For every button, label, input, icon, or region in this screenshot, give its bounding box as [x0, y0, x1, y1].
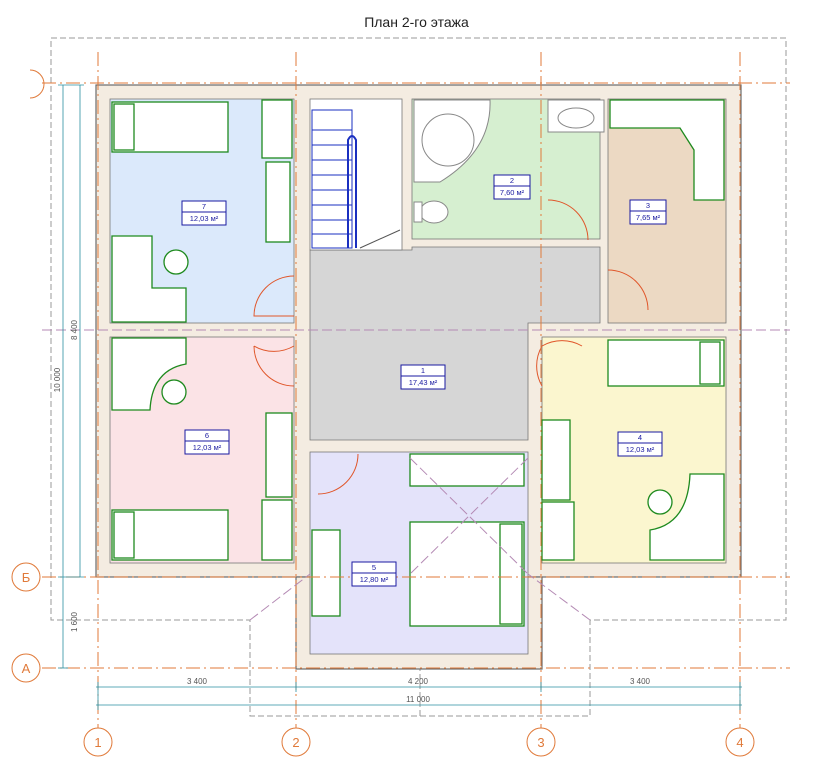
room-labels: 7 12,03 м² 2 7,60 м² 3 7,65 м² 1 17,43 м…	[181, 174, 667, 587]
room-label-2	[493, 174, 531, 200]
wardrobe-icon	[265, 412, 293, 498]
chair-icon	[647, 489, 673, 515]
dim-bottom-3: 3 400	[630, 677, 651, 686]
dimension-lines	[58, 84, 742, 710]
stairs	[311, 109, 401, 249]
room-2-number: 2	[510, 176, 514, 185]
bed-icon	[607, 339, 725, 387]
axis-bubble-top	[29, 69, 45, 99]
axis-label-4: 4	[736, 735, 743, 750]
wardrobe-icon	[609, 99, 725, 201]
axis-bubble-3	[526, 727, 556, 757]
dim-left-small: 1 600	[70, 611, 79, 632]
room-label-1	[400, 364, 446, 390]
dim-bottom-1: 3 400	[187, 677, 208, 686]
room-label-3	[629, 199, 667, 225]
room-4-area: 12,03 м²	[626, 445, 655, 454]
room-1-number: 1	[421, 366, 425, 375]
axis-bubble-2	[281, 727, 311, 757]
grid-axes	[42, 52, 790, 728]
axis-bubble-a	[11, 653, 41, 683]
room-5-number: 5	[372, 563, 376, 572]
desk-icon	[111, 235, 187, 323]
bed-icon	[111, 509, 229, 561]
room-7-number: 7	[202, 202, 206, 211]
doors	[253, 199, 649, 495]
bed-icon	[409, 521, 525, 627]
axis-markers: 1 2 3 4 Б А	[11, 69, 755, 757]
dim-left-inner: 8 400	[70, 319, 79, 340]
desk-icon	[649, 473, 725, 561]
room-5-area: 12,80 м²	[360, 575, 389, 584]
wardrobe-icon	[409, 453, 525, 487]
room-2-area: 7,60 м²	[500, 188, 525, 197]
room-3-area: 7,65 м²	[636, 213, 661, 222]
wardrobe-icon	[261, 99, 293, 159]
room-6-area: 12,03 м²	[193, 443, 222, 452]
room-4-number: 4	[638, 433, 642, 442]
room-1-fill	[309, 246, 601, 441]
room-label-6	[184, 429, 230, 455]
chair-icon	[163, 249, 189, 275]
room-1-area: 17,43 м²	[409, 378, 438, 387]
axis-bubble-1	[83, 727, 113, 757]
axis-label-b: Б	[22, 570, 31, 585]
room-label-4	[617, 431, 663, 457]
axis-label-3: 3	[537, 735, 544, 750]
room-3-number: 3	[646, 201, 650, 210]
dim-total: 11 000	[406, 695, 430, 704]
axis-label-a: А	[22, 661, 31, 676]
axis-label-1: 1	[94, 735, 101, 750]
axis-bubble-4	[725, 727, 755, 757]
sink-icon	[547, 99, 605, 133]
axis-label-2: 2	[292, 735, 299, 750]
room-label-7	[181, 200, 227, 226]
room-7-area: 12,03 м²	[190, 214, 219, 223]
dimension-labels: 3 400 4 200 3 400 11 000 10 000 8 400 1 …	[53, 319, 651, 704]
room-6-number: 6	[205, 431, 209, 440]
section-lines	[42, 329, 790, 621]
dim-bottom-2: 4 200	[408, 677, 429, 686]
chair-icon	[161, 379, 187, 405]
page-title: План 2-го этажа	[364, 14, 469, 30]
bed-icon	[111, 101, 229, 153]
dim-left-overall: 10 000	[53, 367, 62, 392]
toilet-icon	[419, 200, 449, 224]
wardrobe-icon	[541, 419, 571, 501]
room-label-5	[351, 561, 397, 587]
desk-icon	[111, 337, 187, 411]
axis-bubble-b	[11, 562, 41, 592]
bathroom-fixtures	[413, 99, 605, 224]
furniture	[111, 99, 725, 627]
